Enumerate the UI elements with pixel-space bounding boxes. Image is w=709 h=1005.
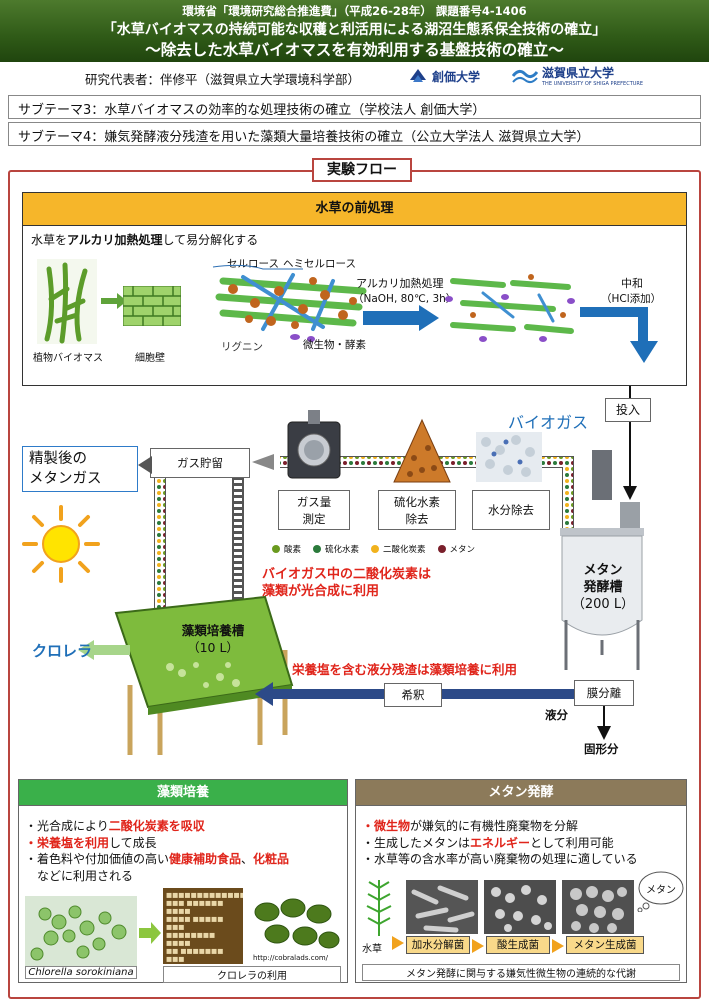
gas-meter-photo-icon <box>287 410 341 479</box>
shiga-emblem-icon <box>512 69 538 83</box>
legend-h2s: 硫化水素 <box>313 543 359 555</box>
chlorella-arrow-icon <box>78 640 130 660</box>
chlorella-label: クロレラ <box>32 642 93 660</box>
project-line: 環境省「環境研究総合推進費」（平成26-28年） 課題番号4-1406 <box>182 4 527 18</box>
purified-arrow-icon <box>138 456 152 474</box>
shiga-logo: 滋賀県立大学 THE UNIVERSITY OF SHIGA PREFECTUR… <box>512 64 643 87</box>
algae-culture-panel: 藻類培養 ・光合成により二酸化炭素を吸収 ・栄養塩を利用して成長 ・着色料や付加… <box>18 779 348 983</box>
methanogen-micrograph <box>562 880 634 934</box>
product-label-photo: ■■■■■■■■■■■■■■■■■ ■■■■■■ ■■■■■■■■ ■■■■■ … <box>163 888 243 964</box>
cell-wall-label: 細胞壁 <box>135 353 165 364</box>
shiga-logo-en: THE UNIVERSITY OF SHIGA PREFECTURE <box>542 81 644 87</box>
cell-wall-icon <box>123 286 181 326</box>
methane-caption: メタン発酵に関与する嫌気性微生物の連続的な代謝 <box>362 964 680 981</box>
chlorella-micrograph-icon <box>25 896 137 966</box>
methane-panel-title: メタン発酵 <box>356 780 686 806</box>
liquid-label: 液分 <box>545 708 568 722</box>
fermenter-tank-icon <box>560 450 644 670</box>
soka-emblem-icon <box>410 69 426 82</box>
methane-cloud-icon <box>637 871 684 912</box>
project-subtitle: ～除去した水草バイオマスを有効利用する基盤技術の確立～ <box>145 41 564 59</box>
h2s-removal-box: 硫化水素除去 <box>378 490 456 530</box>
subtheme-4: サブテーマ4：嫌気発酵液分残渣を用いた藻類大量培養技術の確立（公立大学法人 滋賀… <box>8 122 701 146</box>
arrow-right-icon <box>392 936 404 950</box>
water-removal-box: 水分除去 <box>472 490 550 530</box>
acidogenic-bacteria-box: 酸生成菌 <box>486 936 550 954</box>
soka-logo: 創価大学 <box>408 66 480 86</box>
nutrient-usage-text: 栄養塩を含む液分残渣は藻類培養に利用 <box>292 662 518 677</box>
neutralize-conditions: （HCl添加） <box>601 293 662 305</box>
neutralize-arrow-icon <box>580 307 658 363</box>
flow-title: 実験フロー <box>312 158 412 182</box>
alkali-label: アルカリ加熱処理 <box>356 277 444 290</box>
lignin-label: リグニン <box>221 341 263 353</box>
algae-tank-label: 藻類培養槽（10 L） <box>181 623 245 655</box>
project-title: 「水草バイオマスの持続可能な収穫と利活用による湖沼生態系保全技術の確立」 <box>102 22 607 38</box>
methane-bubble-label: メタン <box>646 885 676 896</box>
membrane-box: 膜分離 <box>574 680 634 706</box>
hemicellulose-label: ヘミセルロース <box>283 258 356 270</box>
gas-flow-arrow-icon <box>252 454 274 470</box>
hydrolytic-bacteria-box: 加水分解菌 <box>406 936 470 954</box>
acidogenic-bacteria-micrograph <box>484 880 556 934</box>
lignocellulose-structure-icon <box>212 264 367 342</box>
methane-bullets: ・微生物が嫌気的に有機性廃棄物を分解 ・生成したメタンはエネルギーとして利用可能… <box>362 819 638 866</box>
cellulose-label: セルロース <box>227 258 279 270</box>
microbe-enzyme-label: 微生物・酵素 <box>303 339 366 351</box>
algae-tank-icon <box>114 595 294 755</box>
chlorella-use-caption: クロレラの利用 <box>163 966 341 983</box>
pretreatment-desc: 水草をアルカリ加熱処理して易分解化する <box>31 233 259 247</box>
legend-methane: メタン <box>437 543 475 555</box>
hydrolytic-bacteria-micrograph <box>406 880 478 934</box>
soka-logo-text: 創価大学 <box>432 69 481 84</box>
fermenter-label: メタン発酵槽（200 L） <box>571 563 635 612</box>
co2-usage-text: バイオガス中の二酸化炭素は藻類が光合成に利用 <box>262 567 432 599</box>
alkali-arrow-icon <box>363 305 439 331</box>
desiccant-photo-icon <box>476 432 542 482</box>
desulfurizer-photo-icon <box>393 418 451 483</box>
algae-bullets: ・光合成により二酸化炭素を吸収 ・栄養塩を利用して成長 ・着色料や付加価値の高い… <box>25 819 290 883</box>
arrow-right-icon <box>472 939 484 953</box>
plant-biomass-label: 植物バイオマス <box>33 353 103 364</box>
solid-label: 固形分 <box>584 742 619 756</box>
gas-pipe-lines <box>154 456 574 610</box>
source-url: http://cobralads.com/ <box>253 954 329 962</box>
representative: 研究代表者：伴修平（滋賀県立大学環境科学部） <box>85 72 361 87</box>
waterweed-label: 水草 <box>362 944 382 955</box>
arrow-right-icon <box>101 293 127 309</box>
pretreatment-title: 水草の前処理 <box>23 193 686 226</box>
arrow-right-icon <box>552 939 564 953</box>
dilution-box: 希釈 <box>384 683 442 707</box>
gas-storage-box: ガス貯留 <box>150 448 250 478</box>
chlorella-tablets-icon <box>249 896 341 954</box>
sun-icon <box>22 505 100 583</box>
methanogen-box: メタン生成菌 <box>566 936 644 954</box>
waterweed-photo-icon <box>37 259 97 344</box>
chlorella-caption: Chlorella sorokiniana <box>25 966 137 979</box>
shiga-logo-text: 滋賀県立大学 <box>542 66 615 80</box>
header-banner: 環境省「環境研究総合推進費」（平成26-28年） 課題番号4-1406 「水草バ… <box>0 0 709 62</box>
solid-arrow-icon <box>597 706 611 740</box>
algae-panel-title: 藻類培養 <box>19 780 347 806</box>
decomposed-structure-icon <box>445 274 575 342</box>
alkali-conditions: （NaOH, 80℃, 3h） <box>353 293 457 305</box>
gas-measure-box: ガス量測定 <box>278 490 350 530</box>
gas-legend: 酸素 硫化水素 二酸化炭素 メタン <box>272 543 475 555</box>
arrow-right-icon <box>139 922 161 944</box>
biogas-label: バイオガス <box>508 413 589 432</box>
pretreatment-panel: 水草の前処理 水草をアルカリ加熱処理して易分解化する 植物バイオマス 細胞壁 セ… <box>22 192 687 386</box>
neutralize-label: 中和 <box>621 277 643 290</box>
legend-oxygen: 酸素 <box>272 543 301 555</box>
waterweed-icon <box>366 880 392 936</box>
methane-fermentation-panel: メタン発酵 ・微生物が嫌気的に有機性廃棄物を分解 ・生成したメタンはエネルギーと… <box>355 779 687 983</box>
subtheme-3: サブテーマ3：水草バイオマスの効率的な処理技術の確立（学校法人 創価大学） <box>8 95 701 119</box>
input-label: 投入 <box>605 398 651 422</box>
purified-methane-box: 精製後の メタンガス <box>22 446 138 492</box>
legend-co2: 二酸化炭素 <box>371 543 426 555</box>
